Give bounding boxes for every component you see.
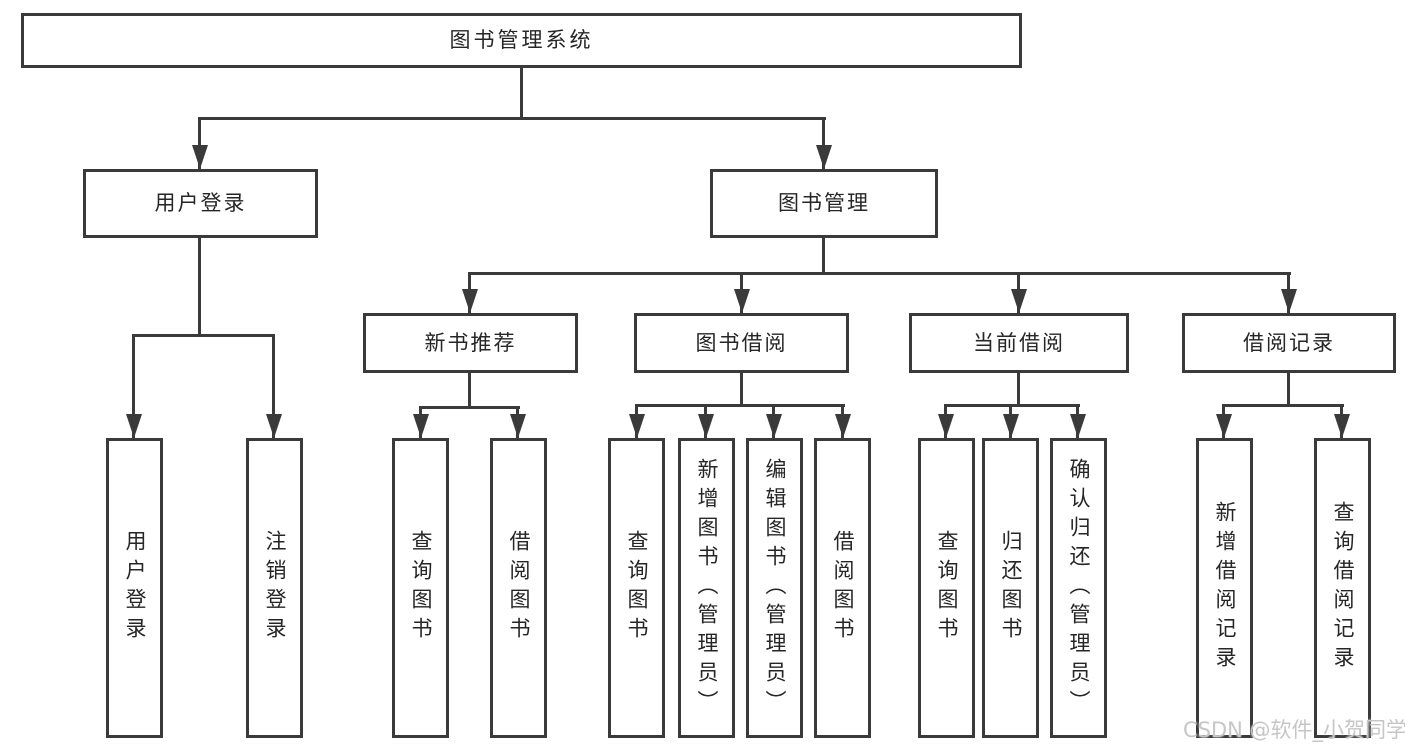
node-new-book-recommend: 新书推荐 (363, 313, 578, 373)
arrow-down-icon (462, 289, 478, 313)
connector-newbook-stem (468, 373, 471, 408)
arrow-down-icon (938, 414, 954, 438)
leaf-confirm-return-admin: 确认归还（管理员） (1050, 438, 1107, 738)
node-user-login: 用户登录 (83, 169, 318, 238)
connector-borrow-stem (740, 373, 743, 406)
leaf-borrow-book: 借阅图书 (814, 438, 871, 738)
arrow-down-icon (413, 414, 429, 438)
node-library-management-system: 图书管理系统 (21, 13, 1022, 68)
connector-drop-leaf-user-login (132, 334, 135, 438)
node-book-management: 图书管理 (710, 169, 938, 238)
connector-current-stem (1017, 373, 1020, 406)
connector-newbook-hbar (419, 406, 520, 409)
arrow-down-icon (266, 414, 282, 438)
arrow-down-icon (816, 145, 832, 169)
csdn-watermark: CSDN @软件_小贺同学 (1183, 718, 1405, 742)
connector-drop-leaf-logout (272, 334, 275, 438)
node-borrow-records: 借阅记录 (1182, 313, 1396, 373)
arrow-down-icon (629, 414, 645, 438)
connector-bookmgmt-stem (822, 238, 825, 274)
arrow-down-icon (510, 414, 526, 438)
leaf-return-book: 归还图书 (982, 438, 1039, 738)
leaf-query-book-borrow: 查询图书 (608, 438, 665, 738)
leaf-borrow-book-newbook: 借阅图书 (490, 438, 547, 738)
arrow-down-icon (698, 414, 714, 438)
connector-record-hbar (1222, 404, 1344, 407)
node-book-borrow: 图书借阅 (634, 313, 849, 373)
arrow-down-icon (1003, 414, 1019, 438)
leaf-query-book-newbook: 查询图书 (392, 438, 449, 738)
arrow-down-icon (1216, 414, 1232, 438)
arrow-down-icon (126, 414, 142, 438)
connector-record-stem (1287, 373, 1290, 406)
connector-drop-user-login (198, 117, 201, 169)
connector-current-hbar (944, 404, 1080, 407)
arrow-down-icon (766, 414, 782, 438)
leaf-add-book-admin: 新增图书（管理员） (678, 438, 735, 738)
leaf-logout: 注销登录 (246, 438, 303, 738)
connector-bookmgmt-hbar (468, 272, 1291, 275)
node-current-borrow: 当前借阅 (909, 313, 1129, 373)
connector-drop-book-management (822, 117, 825, 169)
arrow-down-icon (1070, 414, 1086, 438)
connector-userlogin-hbar (132, 334, 275, 337)
arrow-down-icon (1011, 289, 1027, 313)
arrow-down-icon (1281, 289, 1297, 313)
leaf-add-borrow-record: 新增借阅记录 (1196, 438, 1253, 738)
connector-root-hbar (198, 117, 826, 120)
leaf-query-borrow-record: 查询借阅记录 (1314, 438, 1371, 738)
leaf-user-login: 用户登录 (106, 438, 163, 738)
leaf-edit-book-admin: 编辑图书（管理员） (746, 438, 803, 738)
connector-root-stem (520, 68, 523, 118)
arrow-down-icon (192, 145, 208, 169)
arrow-down-icon (835, 414, 851, 438)
arrow-down-icon (1334, 414, 1350, 438)
connector-userlogin-stem (198, 238, 201, 335)
arrow-down-icon (734, 289, 750, 313)
connector-borrow-hbar (635, 404, 845, 407)
leaf-query-book-current: 查询图书 (918, 438, 975, 738)
